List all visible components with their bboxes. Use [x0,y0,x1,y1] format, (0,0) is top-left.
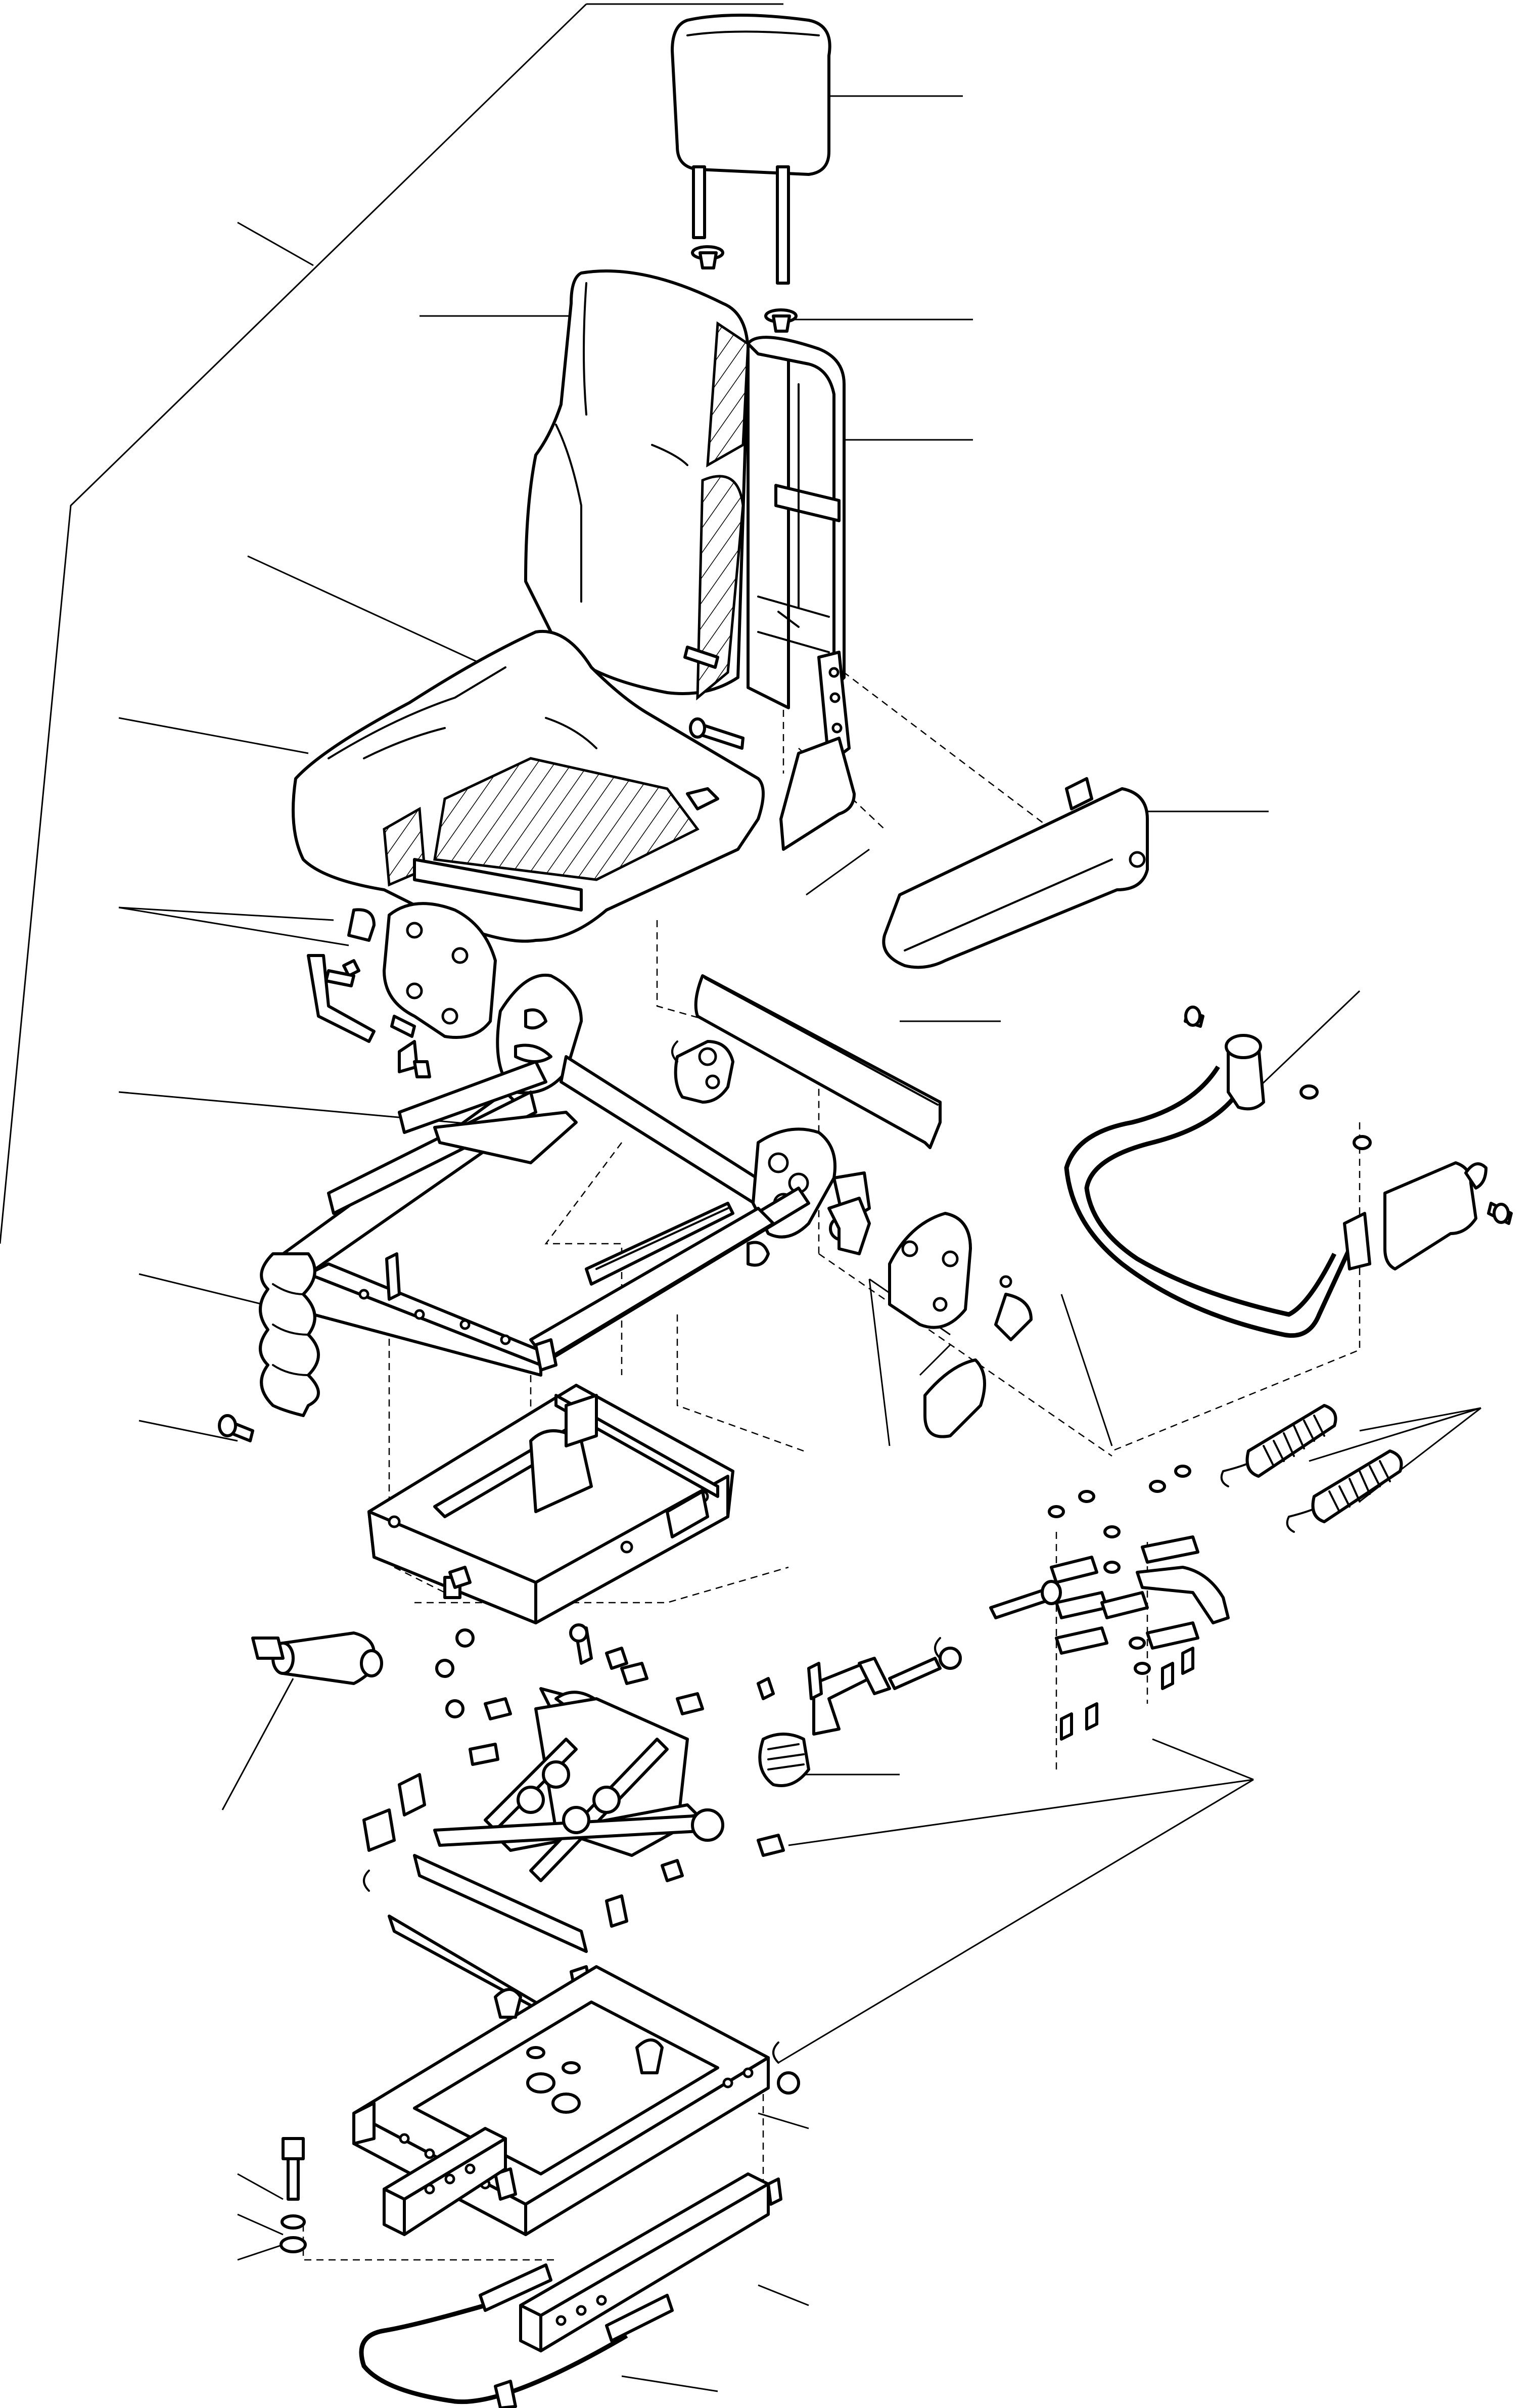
scissor-suspension [362,1566,785,2029]
belt-buckle [1383,1161,1487,1270]
lumbar-support [694,974,942,1149]
shock-absorber [251,1631,383,1685]
release-bar [359,2263,674,2408]
link-plates [989,1465,1230,1741]
tension-springs [1220,1404,1403,1533]
slide-rails [383,2127,782,2352]
backrest-frame [694,336,856,851]
recline-adjuster-right [827,1197,1033,1438]
assembly-outline-lines [0,3,783,1244]
recline-adjuster-left [307,902,497,1078]
guide-rail-carriage [367,1384,734,1624]
backrest-cushion [524,269,750,701]
seat-cushion [292,629,765,943]
armrest [882,777,1149,969]
bellows [259,1252,320,1417]
recline-adjuster-center [496,973,871,1241]
mounting-bolt [280,2137,307,2253]
adjustment-knob [758,1647,962,1787]
seat-frame [282,1060,810,1377]
lap-belt [1064,1034,1371,1338]
fasteners [218,646,1513,1442]
retaining-clips [363,1040,941,2064]
headrest [671,14,831,333]
